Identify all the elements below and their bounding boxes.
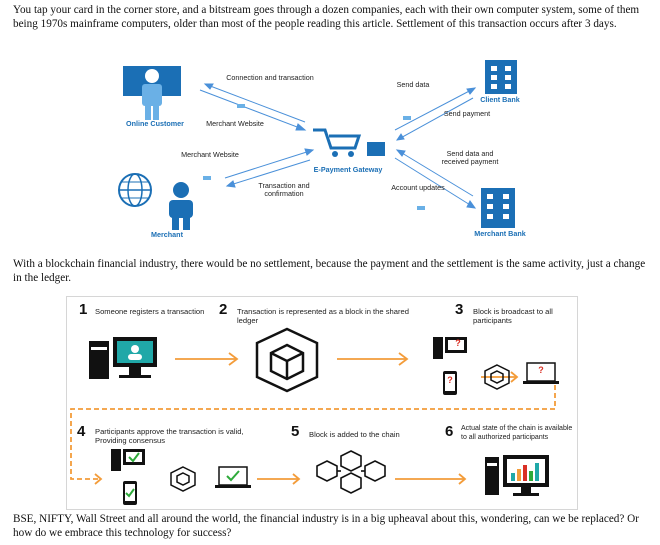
approve-computer-icon [111, 449, 145, 471]
blockchain-process-graphics [70, 327, 559, 505]
label-send-received: Send data and received payment [441, 149, 499, 166]
approve-block-icon [170, 466, 196, 492]
step-5-number: 5 [291, 423, 300, 440]
chain-icon [316, 450, 386, 494]
step-1-number: 1 [79, 301, 88, 318]
blockchain-process-diagram: ? ? ? 1 Someone registers a transaction … [66, 296, 578, 510]
label-account-updates: Account updates [391, 183, 445, 192]
step-6-number: 6 [445, 423, 454, 440]
payment-flow-graphics [118, 60, 517, 230]
label-gateway: E-Payment Gateway [313, 165, 383, 174]
merchant-icon [169, 182, 193, 230]
intro-paragraph: You tap your card in the corner store, a… [13, 4, 640, 30]
broadcast-laptop-icon [523, 362, 559, 384]
process-arrows [70, 352, 556, 485]
label-connection: Connection and transaction [226, 73, 314, 82]
block-icon [255, 327, 319, 393]
small-block-icon [484, 364, 510, 390]
dashboard-computer-icon [485, 455, 549, 496]
broadcast-phone-icon [443, 371, 457, 395]
approve-laptop-icon [215, 466, 251, 488]
label-online-customer: Online Customer [126, 119, 184, 128]
flow-arrows [199, 83, 477, 209]
blockchain-paragraph: With a blockchain financial industry, th… [13, 258, 646, 284]
broadcast-computer-icon [433, 337, 467, 359]
label-merchant-bank: Merchant Bank [474, 229, 526, 238]
computer-user-icon [89, 337, 157, 379]
step-6-text: Actual state of the chain is available t… [461, 425, 573, 441]
merchant-bank-icon [481, 188, 515, 228]
closing-paragraph: BSE, NIFTY, Wall Street and all around t… [13, 513, 639, 539]
step-2-number: 2 [219, 301, 228, 318]
label-merchant-website-top: Merchant Website [206, 119, 264, 128]
question-mark-computer: ? [455, 338, 461, 348]
globe-icon [118, 173, 152, 207]
step-2-text: Transaction is represented as a block in… [237, 307, 409, 325]
client-bank-icon [485, 60, 517, 94]
label-transaction-confirmation: Transaction and confirmation [258, 181, 310, 198]
gateway-cart-icon [313, 128, 385, 157]
step-4-text: Participants approve the transaction is … [95, 427, 244, 445]
label-merchant-website-left: Merchant Website [181, 150, 239, 159]
step-3-text: Block is broadcast to all participants [473, 307, 553, 325]
question-mark-laptop: ? [538, 365, 544, 375]
label-client-bank: Client Bank [480, 95, 520, 104]
online-customer-icon [123, 66, 181, 120]
label-send-payment: Send payment [443, 109, 491, 118]
step-3-number: 3 [455, 301, 464, 318]
label-merchant: Merchant [151, 230, 183, 239]
label-send-data: Send data [396, 80, 430, 89]
small-data-packets [203, 104, 425, 210]
payment-flow-diagram: Online Customer Connection and transacti… [105, 58, 555, 243]
step-4-number: 4 [77, 423, 86, 440]
step-5-text: Block is added to the chain [309, 430, 400, 439]
step-1-text: Someone registers a transaction [95, 307, 205, 316]
approve-phone-icon [123, 481, 137, 505]
question-mark-phone: ? [447, 375, 453, 385]
